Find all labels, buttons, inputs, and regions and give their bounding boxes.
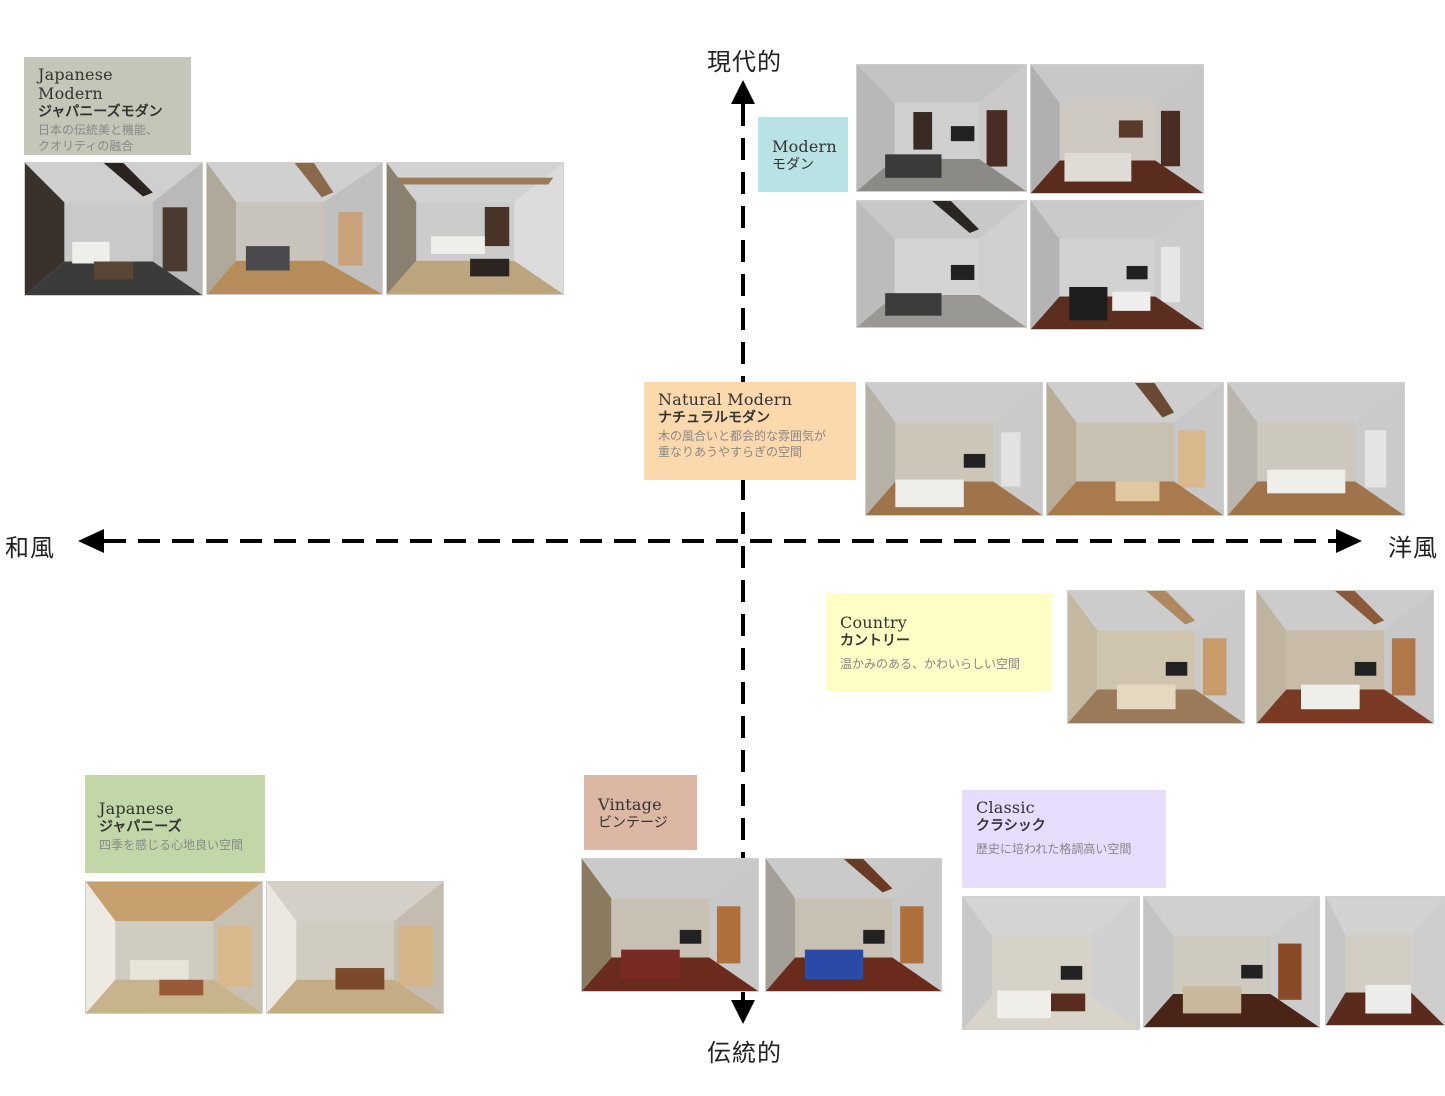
room-image-vintage-1: [581, 858, 759, 992]
arrow-right-icon: [1336, 529, 1362, 553]
label-modern: Modern モダン: [758, 117, 848, 192]
label-japanese-modern: Japanese Modern ジャパニーズモダン 日本の伝統美と機能、 クオリ…: [24, 57, 191, 155]
room-image-japanese-modern-3: [386, 162, 564, 295]
axis-label-right: 洋風: [1388, 534, 1438, 562]
label-en: Japanese Modern: [38, 65, 113, 103]
label-ja: ジャパニーズ: [99, 819, 182, 835]
room-image-modern-3: [856, 200, 1027, 328]
label-natural-modern: Natural Modern ナチュラルモダン 木の風合いと都会的な雰囲気が 重…: [644, 382, 856, 480]
room-image-vintage-2: [765, 858, 942, 992]
room-image-classic-2: [1143, 896, 1320, 1028]
room-image-modern-4: [1030, 200, 1204, 330]
label-desc: 歴史に培われた格調高い空間: [976, 842, 1132, 856]
room-image-japanese-1: [85, 881, 263, 1014]
room-image-japanese-modern-1: [24, 162, 203, 296]
room-image-classic-3: [1325, 896, 1445, 1026]
label-desc: 木の風合いと都会的な雰囲気が: [658, 429, 827, 443]
axis-label-bottom: 伝統的: [707, 1039, 782, 1067]
label-desc: 重なりあうやすらぎの空間: [658, 445, 803, 459]
axis-label-left: 和風: [5, 534, 55, 562]
label-vintage: Vintage ビンテージ: [584, 775, 697, 850]
axis-label-top: 現代的: [707, 48, 782, 76]
label-desc: 日本の伝統美と機能、: [38, 123, 159, 137]
label-en: Natural Modern: [658, 390, 793, 409]
label-ja: クラシック: [976, 818, 1046, 834]
label-ja: モダン: [772, 157, 814, 173]
label-japanese: Japanese ジャパニーズ 四季を感じる心地良い空間: [85, 775, 265, 873]
label-desc: クオリティの融合: [38, 139, 134, 153]
label-ja: カントリー: [840, 633, 910, 649]
label-en: Vintage: [598, 795, 662, 814]
label-en: Classic: [976, 798, 1035, 817]
label-classic: Classic クラシック 歴史に培われた格調高い空間: [962, 790, 1166, 888]
arrow-left-icon: [78, 529, 104, 553]
label-ja: ジャパニーズモダン: [38, 104, 163, 120]
label-en: Country: [840, 613, 908, 632]
arrow-up-icon: [731, 80, 755, 104]
label-desc: 四季を感じる心地良い空間: [99, 838, 244, 852]
room-image-country-1: [1067, 590, 1245, 724]
label-ja: ナチュラルモダン: [658, 410, 770, 426]
label-en: Japanese: [99, 799, 174, 818]
room-image-modern-2: [1030, 64, 1204, 194]
room-image-modern-1: [856, 64, 1027, 192]
room-image-natural-modern-3: [1227, 382, 1405, 516]
label-country: Country カントリー 温かみのある、かわいらしい空間: [826, 593, 1052, 691]
room-image-natural-modern-2: [1046, 382, 1224, 516]
room-image-japanese-modern-2: [206, 162, 383, 295]
label-ja: ビンテージ: [598, 815, 668, 831]
label-en: Modern: [772, 137, 837, 156]
room-image-natural-modern-1: [865, 382, 1043, 516]
room-image-classic-1: [962, 896, 1140, 1030]
label-desc: 温かみのある、かわいらしい空間: [840, 657, 1021, 671]
room-image-country-2: [1256, 590, 1434, 724]
arrow-down-icon: [731, 1000, 755, 1024]
room-image-japanese-2: [266, 881, 444, 1014]
